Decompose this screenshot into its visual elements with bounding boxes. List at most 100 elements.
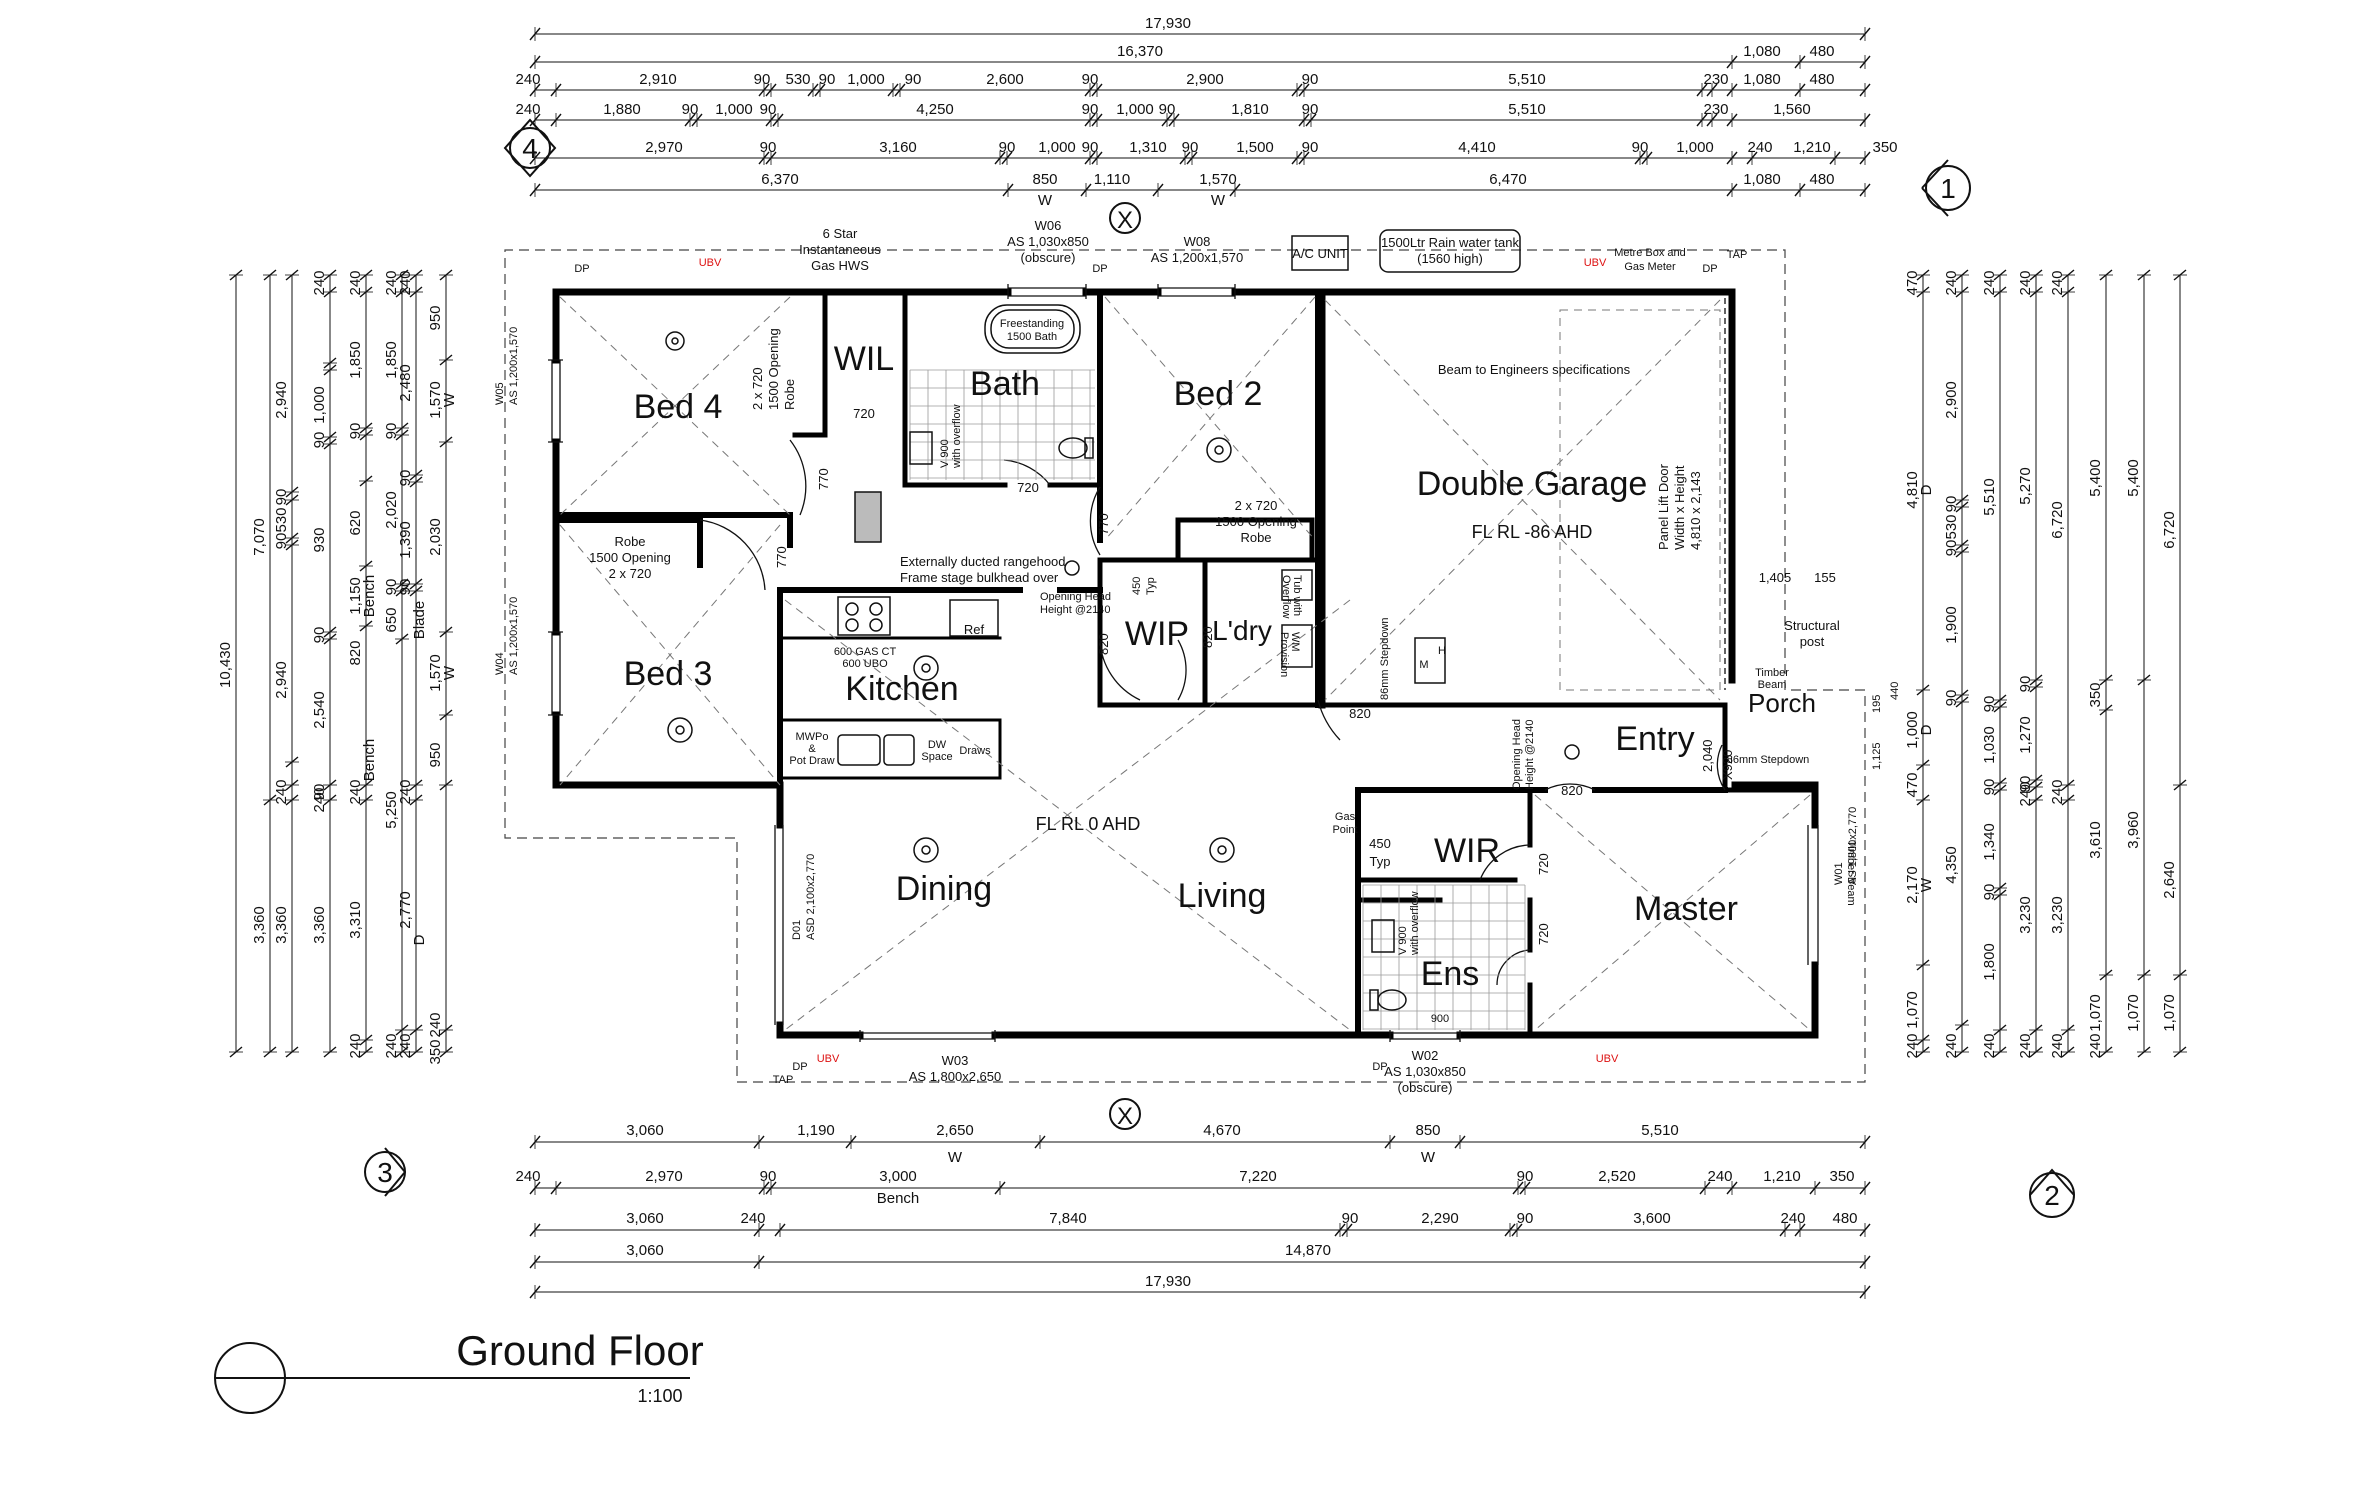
tap-top: TAP bbox=[1727, 249, 1748, 261]
openings bbox=[548, 284, 1819, 1042]
top-dim: 1,810 bbox=[1231, 101, 1269, 118]
right-dim: 240 bbox=[2049, 270, 2066, 295]
dp-top-right: DP bbox=[1702, 263, 1717, 275]
left-dimensions: 10,4307,0703,3602,94090530902,9402403,36… bbox=[217, 270, 458, 1064]
top-dim: 90 bbox=[1182, 139, 1199, 156]
right-dimensions: 4704,8101,0004702,1701,0702402402,900905… bbox=[1904, 270, 2178, 1058]
room-entry: Entry bbox=[1615, 720, 1694, 758]
left-dim: 530 bbox=[273, 507, 290, 532]
dimension-line bbox=[529, 1135, 1871, 1149]
left-dim: 950 bbox=[427, 305, 444, 330]
grid-markers bbox=[214, 118, 2075, 1414]
dim-1405: 1,405 bbox=[1759, 570, 1792, 585]
dimension-line bbox=[529, 151, 1871, 165]
left-dim: 90 bbox=[397, 470, 414, 487]
left-dim-w: W bbox=[441, 665, 458, 680]
top-dim: 90 bbox=[1082, 71, 1099, 88]
right-dim: 240 bbox=[1943, 270, 1960, 295]
dimension-line bbox=[2137, 269, 2151, 1058]
ubv-top-left: UBV bbox=[699, 257, 722, 269]
dimension-lines bbox=[229, 27, 2187, 1299]
bottom-dim: 5,510 bbox=[1641, 1122, 1679, 1139]
bottom-dimensions: 3,060 1,190 2,650 4,670 850 5,510 W W 24… bbox=[515, 1122, 1857, 1290]
left-dim: 1,850 bbox=[383, 341, 400, 379]
bottom-dim: 2,290 bbox=[1421, 1210, 1459, 1227]
dimension-line bbox=[529, 113, 1871, 127]
right-dim: 5,400 bbox=[2087, 459, 2104, 497]
top-dim: 2,910 bbox=[639, 71, 677, 88]
dimension-line bbox=[1916, 269, 1930, 1058]
right-dim: 5,270 bbox=[2017, 467, 2034, 505]
left-dim: 90 bbox=[273, 533, 290, 550]
dimension-line bbox=[2061, 269, 2075, 1058]
bottom-dim: 3,060 bbox=[626, 1122, 664, 1139]
left-dim-blade: Blade bbox=[411, 601, 428, 639]
right-dim: 470 bbox=[1904, 772, 1921, 797]
right-dim: 350 bbox=[2087, 682, 2104, 707]
ac-unit-note: A/C UNIT bbox=[1292, 246, 1348, 261]
right-dim: 3,230 bbox=[2017, 896, 2034, 934]
top-dim: 90 bbox=[1632, 139, 1649, 156]
door-820-d: 820 bbox=[1561, 783, 1583, 798]
left-dim: 90 bbox=[311, 432, 328, 449]
dp-bottom-right: DP bbox=[1372, 1061, 1387, 1073]
bottom-dim-w: W bbox=[948, 1149, 963, 1166]
left-dim: 240 bbox=[383, 1033, 400, 1058]
ubv-top-right: UBV bbox=[1584, 257, 1607, 269]
bottom-dim: 850 bbox=[1415, 1122, 1440, 1139]
left-dim: 2,940 bbox=[273, 381, 290, 419]
left-dim: 3,310 bbox=[347, 901, 364, 939]
right-dim: 240 bbox=[2049, 779, 2066, 804]
door-820-b: 820 bbox=[1200, 626, 1215, 648]
bottom-dim: 4,670 bbox=[1203, 1122, 1241, 1139]
tile-grid bbox=[909, 369, 1095, 480]
left-dim-bench: Bench bbox=[361, 739, 378, 782]
right-dim: 2,170 bbox=[1904, 866, 1921, 904]
left-dim: 10,430 bbox=[217, 642, 234, 688]
top-dim: 1,110 bbox=[1094, 171, 1130, 188]
drawing-title: Ground Floor bbox=[456, 1327, 703, 1374]
top-dim: 90 bbox=[1302, 71, 1319, 88]
left-dim: 90 bbox=[383, 579, 400, 596]
ubv-bottom-right: UBV bbox=[1596, 1053, 1619, 1065]
bottom-dim: 1,190 bbox=[797, 1122, 835, 1139]
left-dim-bench: Bench bbox=[361, 575, 378, 618]
ubv-bottom-left: UBV bbox=[817, 1053, 840, 1065]
wet-area-tiles bbox=[909, 369, 1526, 1030]
top-dim: 90 bbox=[760, 139, 777, 156]
left-dim: 2,480 bbox=[397, 364, 414, 402]
left-dim: 1,000 bbox=[311, 386, 328, 424]
right-dim: 4,350 bbox=[1943, 846, 1960, 884]
left-dim-d: D bbox=[411, 934, 428, 945]
rainwater-tank-note: 1500Ltr Rain water tank(1560 high) bbox=[1381, 235, 1520, 266]
bottom-dim: 240 bbox=[1780, 1210, 1805, 1227]
top-dim: 90 bbox=[760, 101, 777, 118]
top-dim: 1,210 bbox=[1793, 139, 1831, 156]
section-marker-top: X bbox=[1117, 207, 1133, 234]
right-dim: 1,030 bbox=[1981, 726, 1998, 764]
dp-top-left: DP bbox=[574, 263, 589, 275]
right-dim: 240 bbox=[1981, 1033, 1998, 1058]
bottom-dim: 90 bbox=[1342, 1210, 1359, 1227]
right-dim: 2,900 bbox=[1943, 381, 1960, 419]
left-dim: 1,850 bbox=[347, 341, 364, 379]
top-dim: 3,160 bbox=[879, 139, 917, 156]
shower-dim: 900 bbox=[1431, 1013, 1449, 1025]
bottom-dim: 14,870 bbox=[1285, 1242, 1331, 1259]
top-dim: 1,000 bbox=[715, 101, 753, 118]
door-820-a: 820 bbox=[1096, 633, 1111, 655]
left-dim: 3,360 bbox=[251, 906, 268, 944]
door-770-b: 770 bbox=[774, 546, 789, 568]
dim-440: 440 bbox=[1889, 682, 1901, 700]
